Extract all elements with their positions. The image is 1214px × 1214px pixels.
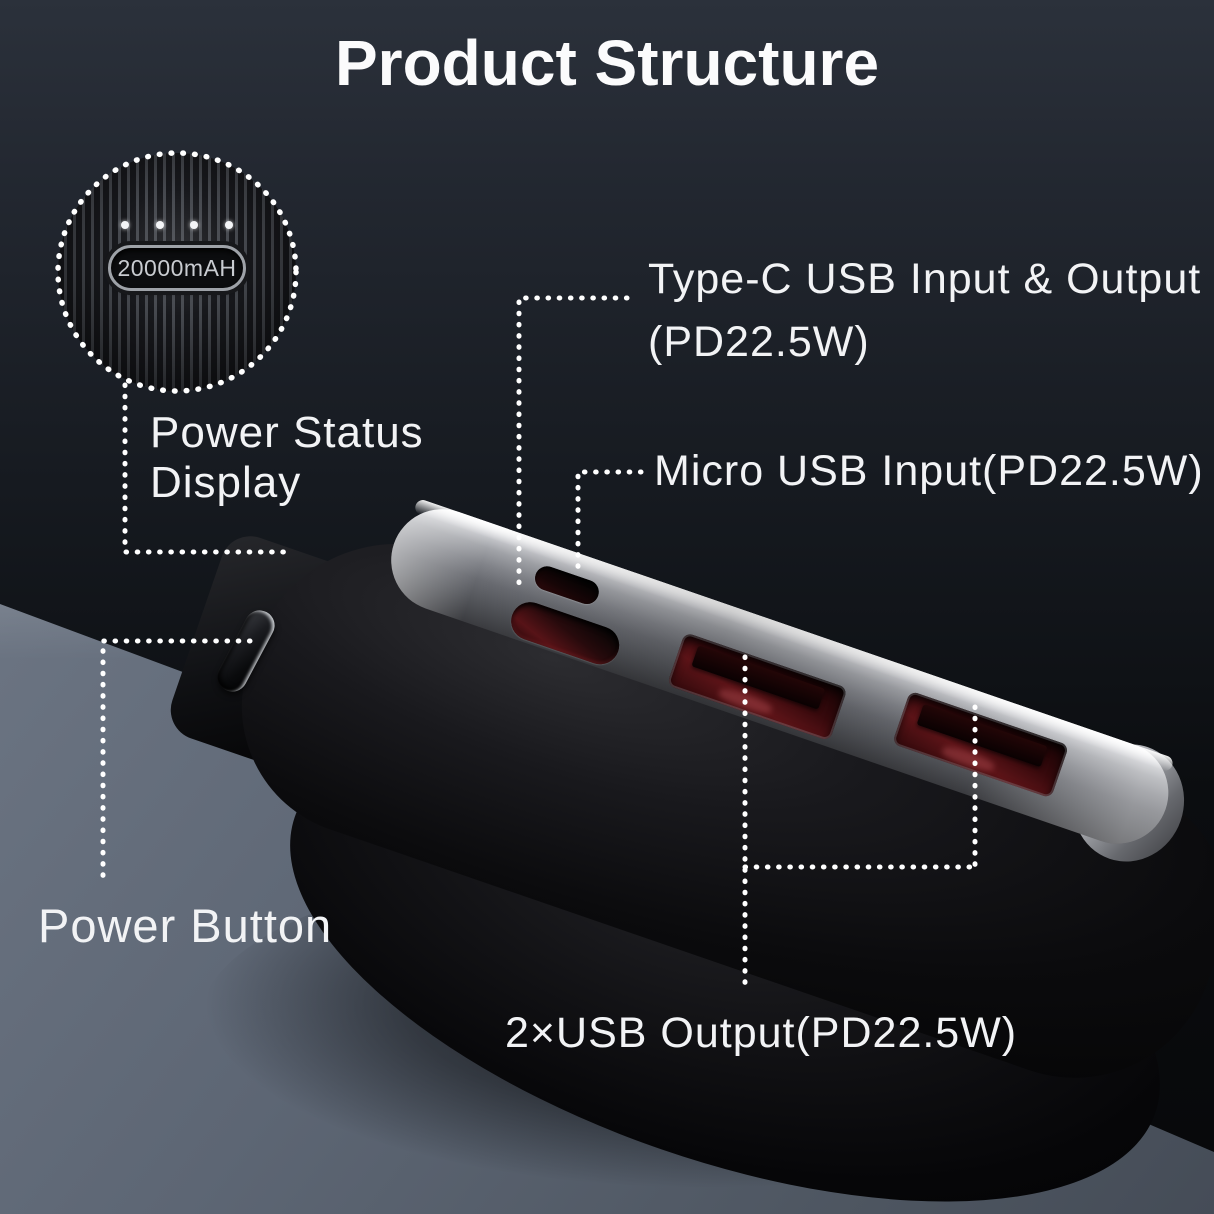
label-power-status-line2: Display xyxy=(150,458,302,507)
leader-micro-usb xyxy=(575,469,644,571)
label-power-status-line1: Power Status xyxy=(150,408,424,457)
label-power-status: Power Status Display xyxy=(150,408,424,508)
led-dot xyxy=(190,221,199,229)
page-title: Product Structure xyxy=(334,27,880,99)
led-dot xyxy=(155,221,164,229)
led-dot xyxy=(224,221,233,229)
label-power-button: Power Button xyxy=(38,899,333,952)
label-type-c-line1: Type-C USB Input & Output xyxy=(648,255,1202,303)
led-dot xyxy=(121,221,129,229)
power-display-zoom-inset: 20000mAH xyxy=(58,153,296,391)
label-type-c-line2: (PD22.5W) xyxy=(648,318,870,366)
label-micro-usb: Micro USB Input(PD22.5W) xyxy=(654,447,1204,495)
label-type-c: Type-C USB Input & Output (PD22.5W) xyxy=(648,248,1201,374)
led-indicators xyxy=(121,221,233,229)
capacity-display: 20000mAH xyxy=(108,245,246,291)
capacity-display-text: 20000mAH xyxy=(117,254,237,281)
label-usb-output: 2×USB Output(PD22.5W) xyxy=(505,1009,1018,1057)
